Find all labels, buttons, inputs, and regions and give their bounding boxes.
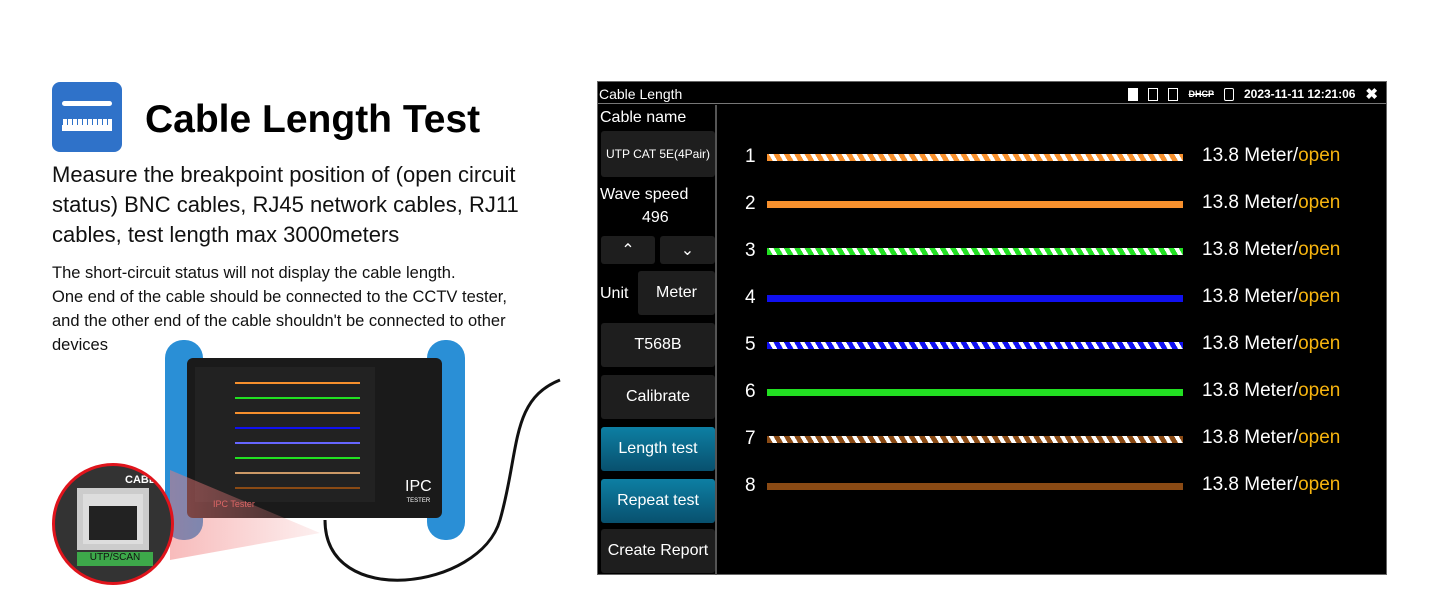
- wire-row: 6 13.8 Meter/open: [745, 377, 1385, 407]
- wire-result: 13.8 Meter/open: [1202, 239, 1340, 261]
- wire-row: 3 13.8 Meter/open: [745, 236, 1385, 266]
- wire-row: 5 13.8 Meter/open: [745, 330, 1385, 360]
- wire-length: 13.8 Meter/: [1202, 427, 1299, 448]
- wave-speed-value: 496: [642, 209, 669, 226]
- title-bar: Cable Length DHCP 2023-11-11 12:21:06 ✖: [598, 82, 1386, 104]
- wire-status: open: [1298, 192, 1341, 213]
- network-cable: [323, 378, 561, 582]
- close-icon[interactable]: ✖: [1365, 86, 1378, 103]
- wire-result: 13.8 Meter/open: [1202, 380, 1340, 402]
- calibrate-button[interactable]: Calibrate: [601, 375, 715, 419]
- wire-result: 13.8 Meter/open: [1202, 192, 1340, 214]
- wire-length: 13.8 Meter/: [1202, 333, 1299, 354]
- page-title: Cable Length Test: [145, 98, 481, 141]
- standard-button[interactable]: T568B: [601, 323, 715, 367]
- wire-status: open: [1298, 427, 1341, 448]
- wire-status: open: [1298, 474, 1341, 495]
- device-label: IPC Tester: [213, 499, 255, 509]
- wave-speed-up-button[interactable]: ⌃: [601, 236, 655, 264]
- wire-status: open: [1298, 286, 1341, 307]
- battery-icon: [1223, 87, 1234, 101]
- cable-ruler-icon: [52, 82, 122, 152]
- network-icon: [1168, 87, 1179, 101]
- wire-row: 1 13.8 Meter/open: [745, 142, 1385, 172]
- wire-status: open: [1298, 333, 1341, 354]
- wire-line: [767, 342, 1183, 349]
- wire-number: 4: [745, 287, 756, 308]
- wire-row: 4 13.8 Meter/open: [745, 283, 1385, 313]
- note-line: and the other end of the cable shouldn't…: [52, 312, 506, 330]
- wave-speed-down-button[interactable]: ⌄: [660, 236, 715, 264]
- sidebar: Cable name UTP CAT 5E(4Pair) Wave speed …: [598, 105, 717, 575]
- cable-name-button[interactable]: UTP CAT 5E(4Pair): [601, 131, 715, 177]
- wire-result: 13.8 Meter/open: [1202, 145, 1340, 167]
- wire-line: [767, 389, 1183, 396]
- unit-button[interactable]: Meter: [638, 271, 715, 315]
- wire-line: [767, 295, 1183, 302]
- note-line: devices: [52, 336, 108, 354]
- wire-line: [767, 483, 1183, 490]
- wire-length: 13.8 Meter/: [1202, 380, 1299, 401]
- wire-number: 7: [745, 428, 756, 449]
- wire-line: [767, 248, 1183, 255]
- rj45-port-closeup: CABLE UTP/SCAN: [52, 463, 174, 585]
- dhcp-icon: DHCP: [1188, 89, 1214, 99]
- unit-label: Unit: [600, 285, 629, 302]
- cable-name-label: Cable name: [600, 109, 687, 126]
- note-line: The short-circuit status will not displa…: [52, 264, 456, 282]
- note-line: One end of the cable should be connected…: [52, 288, 507, 306]
- notes: The short-circuit status will not displa…: [52, 261, 562, 357]
- wire-line: [767, 436, 1183, 443]
- wire-line: [767, 154, 1183, 161]
- port-label: UTP/SCAN: [77, 552, 153, 566]
- sd-card-icon: [1128, 87, 1139, 101]
- wire-number: 3: [745, 240, 756, 261]
- wire-status: open: [1298, 239, 1341, 260]
- length-test-button[interactable]: Length test: [601, 427, 715, 471]
- wire-number: 1: [745, 146, 756, 167]
- wire-length: 13.8 Meter/: [1202, 286, 1299, 307]
- description: Measure the breakpoint position of (open…: [52, 162, 519, 247]
- create-report-button[interactable]: Create Report: [601, 529, 715, 573]
- wire-result: 13.8 Meter/open: [1202, 286, 1340, 308]
- wave-speed-label: Wave speed: [600, 186, 689, 203]
- wire-length: 13.8 Meter/: [1202, 474, 1299, 495]
- cable-label: CABLE: [125, 474, 163, 486]
- wire-number: 5: [745, 334, 756, 355]
- wire-row: 7 13.8 Meter/open: [745, 424, 1385, 454]
- screen-title: Cable Length: [599, 86, 683, 102]
- repeat-test-button[interactable]: Repeat test: [601, 479, 715, 523]
- wire-line: [767, 201, 1183, 208]
- wire-status: open: [1298, 380, 1341, 401]
- datetime: 2023-11-11 12:21:06: [1243, 87, 1356, 101]
- wire-length: 13.8 Meter/: [1202, 145, 1299, 166]
- wire-status: open: [1298, 145, 1341, 166]
- tester-screen: Cable Length DHCP 2023-11-11 12:21:06 ✖ …: [597, 81, 1387, 575]
- wire-length: 13.8 Meter/: [1202, 192, 1299, 213]
- usb-icon: [1148, 87, 1159, 101]
- wire-number: 8: [745, 475, 756, 496]
- device-screen-thumbnail: [195, 367, 375, 502]
- wire-result: 13.8 Meter/open: [1202, 474, 1340, 496]
- wire-result: 13.8 Meter/open: [1202, 333, 1340, 355]
- wire-length: 13.8 Meter/: [1202, 239, 1299, 260]
- wire-row: 8 13.8 Meter/open: [745, 471, 1385, 501]
- wire-number: 6: [745, 381, 756, 402]
- wire-row: 2 13.8 Meter/open: [745, 189, 1385, 219]
- wire-number: 2: [745, 193, 756, 214]
- wire-result: 13.8 Meter/open: [1202, 427, 1340, 449]
